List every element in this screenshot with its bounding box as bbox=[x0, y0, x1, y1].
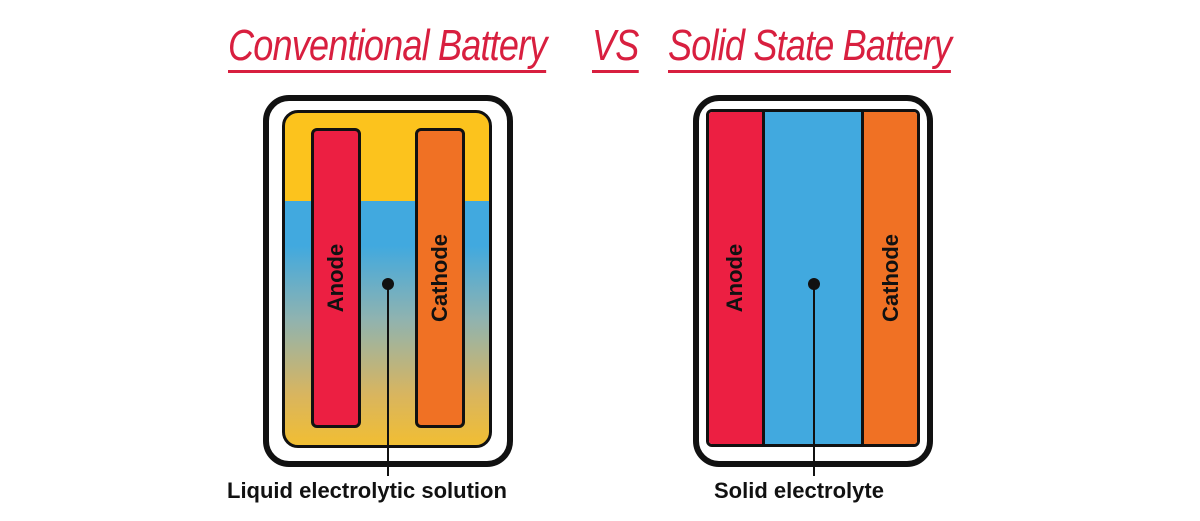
solid-state-anode: Anode bbox=[709, 112, 765, 444]
conventional-anode-label: Anode bbox=[323, 243, 349, 313]
solid-state-cell-stack: Anode Cathode bbox=[706, 109, 920, 447]
conventional-anode: Anode bbox=[311, 128, 361, 428]
solid-electrolyte-caption: Solid electrolyte bbox=[714, 478, 884, 503]
conventional-electrolyte-caption: Liquid electrolytic solution bbox=[227, 478, 507, 503]
title-conventional-battery: Conventional Battery bbox=[228, 24, 547, 73]
conventional-cathode-label: Cathode bbox=[427, 234, 452, 322]
title-vs: VS bbox=[592, 24, 639, 73]
conventional-cathode: Cathode bbox=[415, 128, 465, 428]
title-solid-state-battery: Solid State Battery bbox=[668, 24, 952, 73]
solid-electrolyte-leader-line bbox=[813, 284, 815, 476]
conventional-electrolyte-leader-line bbox=[387, 284, 389, 476]
solid-state-cathode: Cathode bbox=[861, 112, 917, 444]
solid-state-anode-label: Anode bbox=[722, 243, 748, 313]
solid-state-cathode-label: Cathode bbox=[877, 234, 903, 322]
